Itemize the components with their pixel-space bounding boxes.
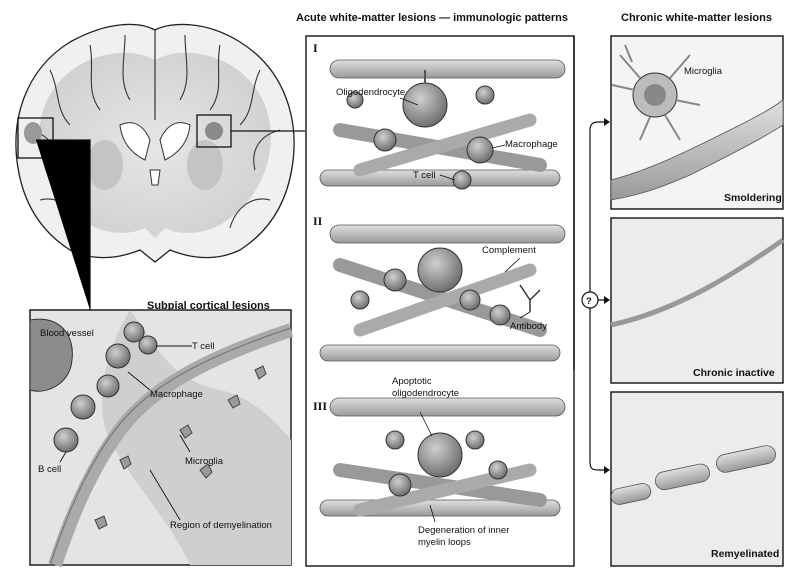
complement-label: Complement: [482, 245, 536, 256]
subpial-panel: Blood vessel T cell Macrophage B cell Mi…: [30, 310, 291, 565]
degeneration-line-2: myelin loops: [418, 537, 471, 548]
remyelinated-label: Remyelinated: [711, 548, 779, 560]
t-cell-subpial-label: T cell: [192, 341, 215, 352]
macrophage-subpial-label: Macrophage: [150, 389, 203, 400]
pattern-1-numeral: I: [313, 41, 318, 55]
oligodendrocyte-label: Oligodendrocyte: [336, 87, 405, 98]
region-demyelination-label: Region of demyelination: [170, 520, 272, 531]
blood-vessel-label: Blood vessel: [40, 328, 94, 339]
question-mark: ?: [586, 296, 592, 307]
chronic-inactive-label: Chronic inactive: [693, 367, 775, 379]
t-cell-acute-label: T cell: [413, 170, 436, 181]
chronic-column: ? Microglia Smoldering Chronic inactive …: [582, 36, 783, 566]
acute-panel: I Oligodendrocyte Macrophage T cell II C: [306, 36, 574, 566]
pattern-3-numeral: III: [313, 399, 327, 413]
macrophage-acute-label: Macrophage: [505, 139, 558, 150]
microglia-chronic-label: Microglia: [684, 66, 723, 77]
antibody-label: Antibody: [510, 321, 547, 332]
smoldering-label: Smoldering: [724, 192, 782, 204]
apoptotic-oligodendrocyte-line-2: oligodendrocyte: [392, 388, 459, 399]
microglia-subpial-label: Microglia: [185, 456, 224, 467]
apoptotic-oligodendrocyte-line: Apoptotic: [392, 376, 432, 387]
chronic-inactive-panel: [611, 218, 783, 383]
pattern-2-numeral: II: [313, 214, 323, 228]
brain-section: [16, 24, 305, 310]
degeneration-line: Degeneration of inner: [418, 525, 509, 536]
b-cell-label: B cell: [38, 464, 61, 475]
